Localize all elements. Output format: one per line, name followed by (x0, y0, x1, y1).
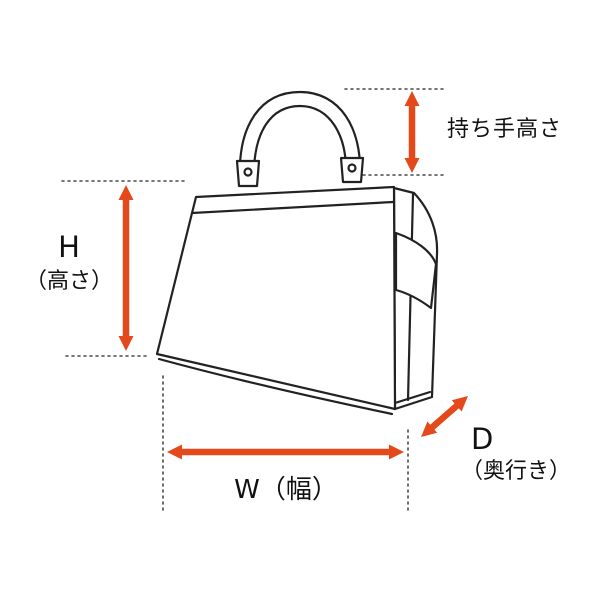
bag-handle-rivet-right (347, 163, 357, 173)
width-arrow (167, 444, 404, 460)
height-arrowhead-top (118, 185, 134, 200)
depth-arrowhead-bottom (421, 421, 438, 437)
bag-gusset-fold-line (406, 192, 415, 402)
bag-bottom-seam (157, 357, 394, 416)
height-caption: （高さ） (24, 269, 113, 295)
height-arrow (118, 185, 134, 351)
width-label: W（幅） (234, 475, 338, 505)
depth-arrow (421, 396, 468, 437)
height-symbol: H (58, 230, 80, 264)
bag-side-belt-tab (394, 231, 438, 310)
bag-handle-inner (252, 104, 348, 180)
handle-height-arrow (404, 91, 420, 173)
handle-height-arrowhead-top (404, 91, 420, 106)
guide-lines (61, 88, 448, 513)
bag-front-panel (155, 185, 397, 411)
bag-handle-rivet-left (243, 167, 253, 177)
depth-label: D （奥行き） (461, 422, 600, 485)
bag-gusset-bottom-seam (393, 390, 432, 405)
depth-arrow-line (427, 401, 461, 432)
width-arrowhead-left (167, 444, 182, 460)
depth-symbol: D (471, 422, 494, 456)
depth-arrowhead-top (451, 396, 468, 412)
bag-illustration (155, 90, 439, 416)
bag-top-frame-line (190, 200, 395, 215)
height-arrowhead-bottom (118, 336, 134, 351)
depth-caption: （奥行き） (461, 459, 572, 485)
height-label: H （高さ） (14, 230, 124, 295)
handle-height-arrowhead-bottom (404, 158, 420, 173)
handle-height-label: 持ち手高さ (447, 117, 563, 142)
width-arrowhead-right (389, 444, 404, 460)
